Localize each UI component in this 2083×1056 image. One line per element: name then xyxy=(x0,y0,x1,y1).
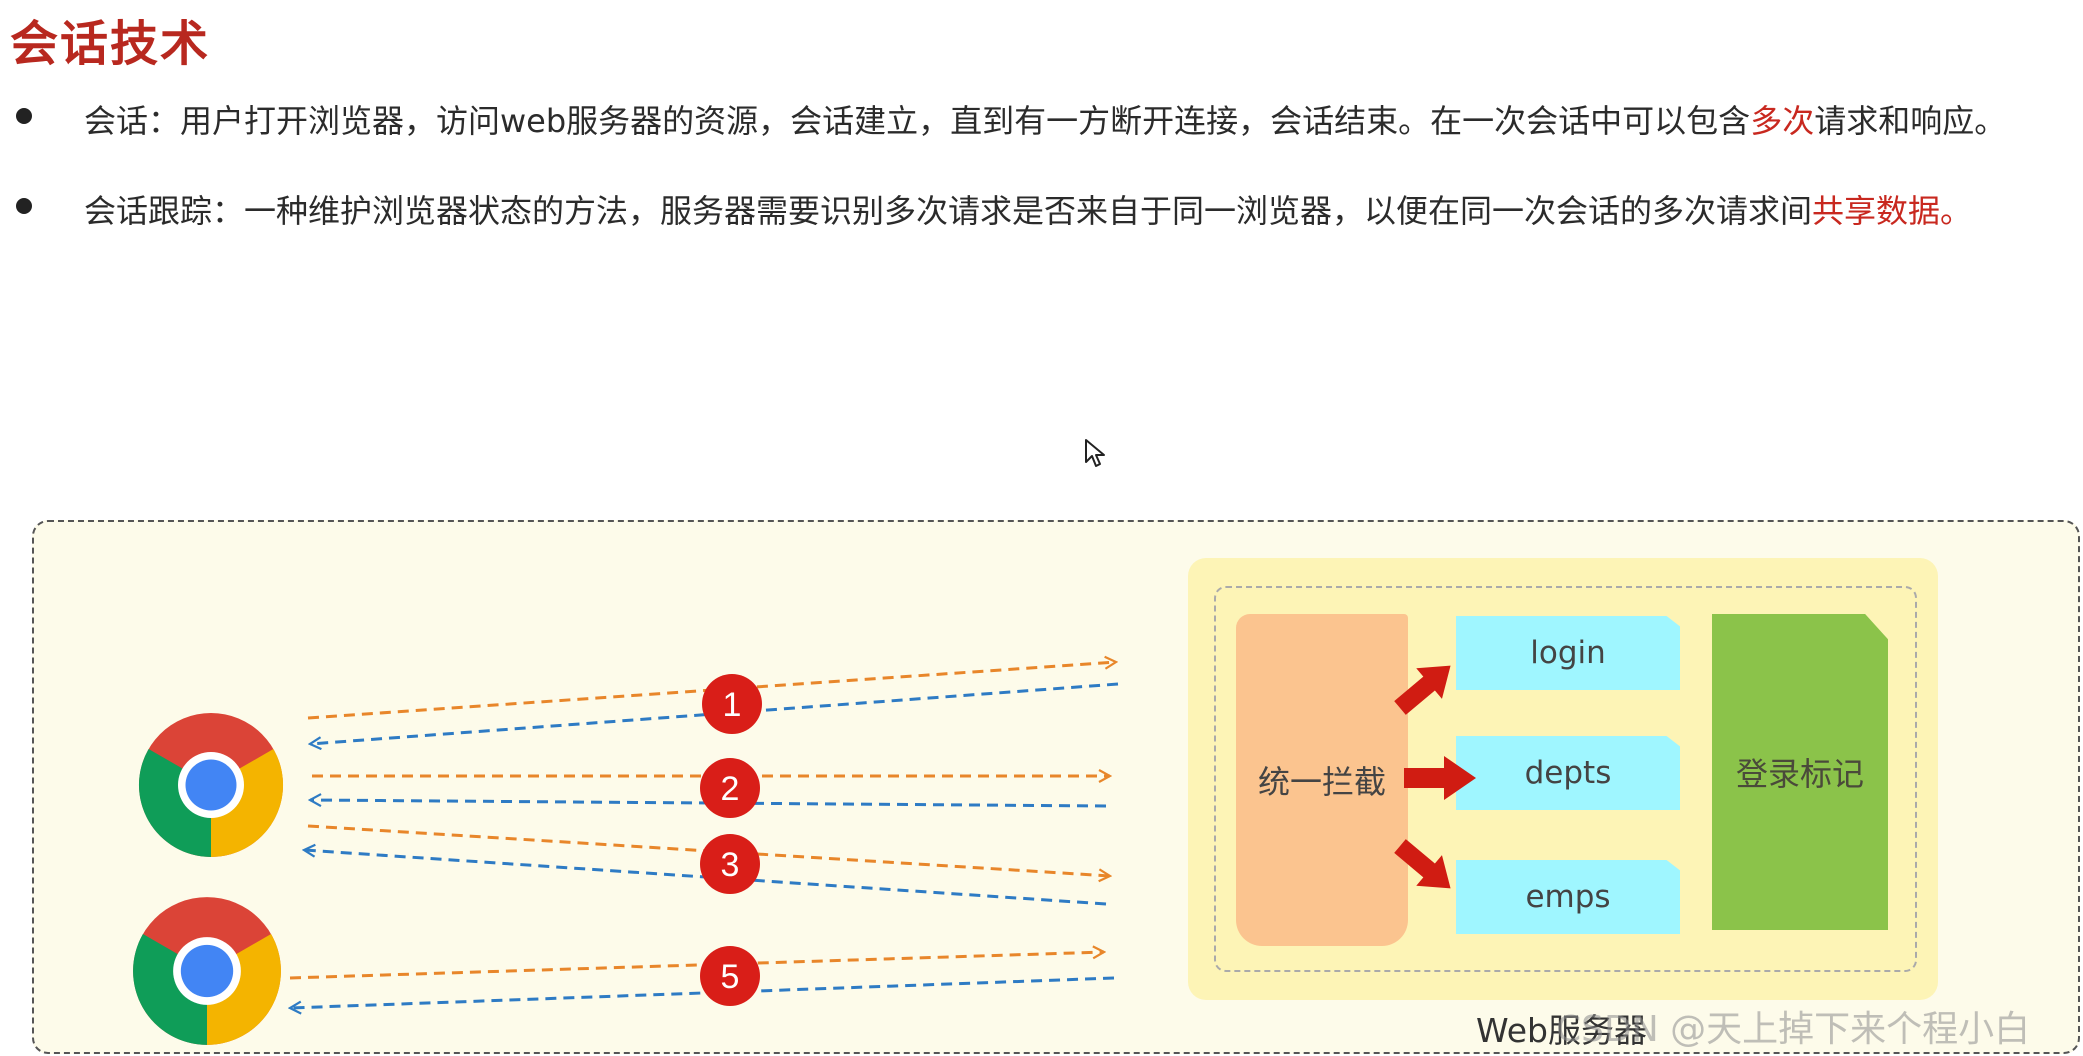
endpoint-label: depts xyxy=(1524,755,1612,791)
request-marker-5: 5 xyxy=(700,946,760,1006)
bullet-text: 会话：用户打开浏览器，访问web服务器的资源，会话建立，直到有一方断开连接，会话… xyxy=(84,96,2006,142)
web-server-label: Web服务器 xyxy=(1476,1011,1647,1050)
bullet-dot-icon xyxy=(16,198,32,214)
endpoint-emps: emps xyxy=(1456,860,1680,934)
request-marker-1: 1 xyxy=(702,674,762,734)
bullet-text: 会话跟踪：一种维护浏览器状态的方法，服务器需要识别多次请求是否来自于同一浏览器，… xyxy=(84,186,1972,232)
svg-text:1: 1 xyxy=(723,686,742,724)
svg-text:5: 5 xyxy=(721,958,740,996)
interceptor-label: 统一拦截 xyxy=(1257,763,1386,801)
request-arrow-5 xyxy=(289,952,1104,980)
endpoint-login: login xyxy=(1456,616,1680,690)
bullet-text-main: 会话跟踪：一种维护浏览器状态的方法，服务器需要识别多次请求是否来自于同一浏览器，… xyxy=(84,192,1813,230)
response-arrow-5 xyxy=(290,976,1115,1008)
endpoint-depts: depts xyxy=(1456,736,1680,810)
route-arrow-login xyxy=(1394,665,1451,715)
route-arrow-emps xyxy=(1394,839,1451,889)
bullet-dot-icon xyxy=(16,108,32,124)
bullet-text-main: 会话：用户打开浏览器，访问web服务器的资源，会话建立，直到有一方断开连接，会话… xyxy=(84,102,1751,140)
request-marker-3: 3 xyxy=(700,834,760,894)
unified-interceptor: 统一拦截 xyxy=(1236,614,1408,946)
watermark: CSDN @天上掉下来个程小白 xyxy=(1556,1009,2031,1050)
request-marker-2: 2 xyxy=(700,758,760,818)
chrome-browser-icon xyxy=(133,897,281,1045)
login-marker-label: 登录标记 xyxy=(1735,755,1864,793)
login-marker: 登录标记 xyxy=(1712,614,1888,930)
bullet-highlight: 多次 xyxy=(1750,102,1815,140)
endpoint-label: login xyxy=(1530,635,1606,671)
endpoint-label: emps xyxy=(1525,879,1611,915)
bullet-text-tail: 请求和响应。 xyxy=(1814,102,2007,140)
svg-text:2: 2 xyxy=(721,770,740,808)
chrome-browser-icon xyxy=(138,713,284,857)
web-server-inner-boundary xyxy=(1214,586,1917,972)
bullet-highlight: 共享数据。 xyxy=(1812,192,1973,230)
page-title: 会话技术 xyxy=(10,16,211,72)
route-arrow-depts xyxy=(1404,756,1476,800)
svg-text:3: 3 xyxy=(721,846,740,884)
mouse-cursor-icon xyxy=(1085,439,1105,467)
